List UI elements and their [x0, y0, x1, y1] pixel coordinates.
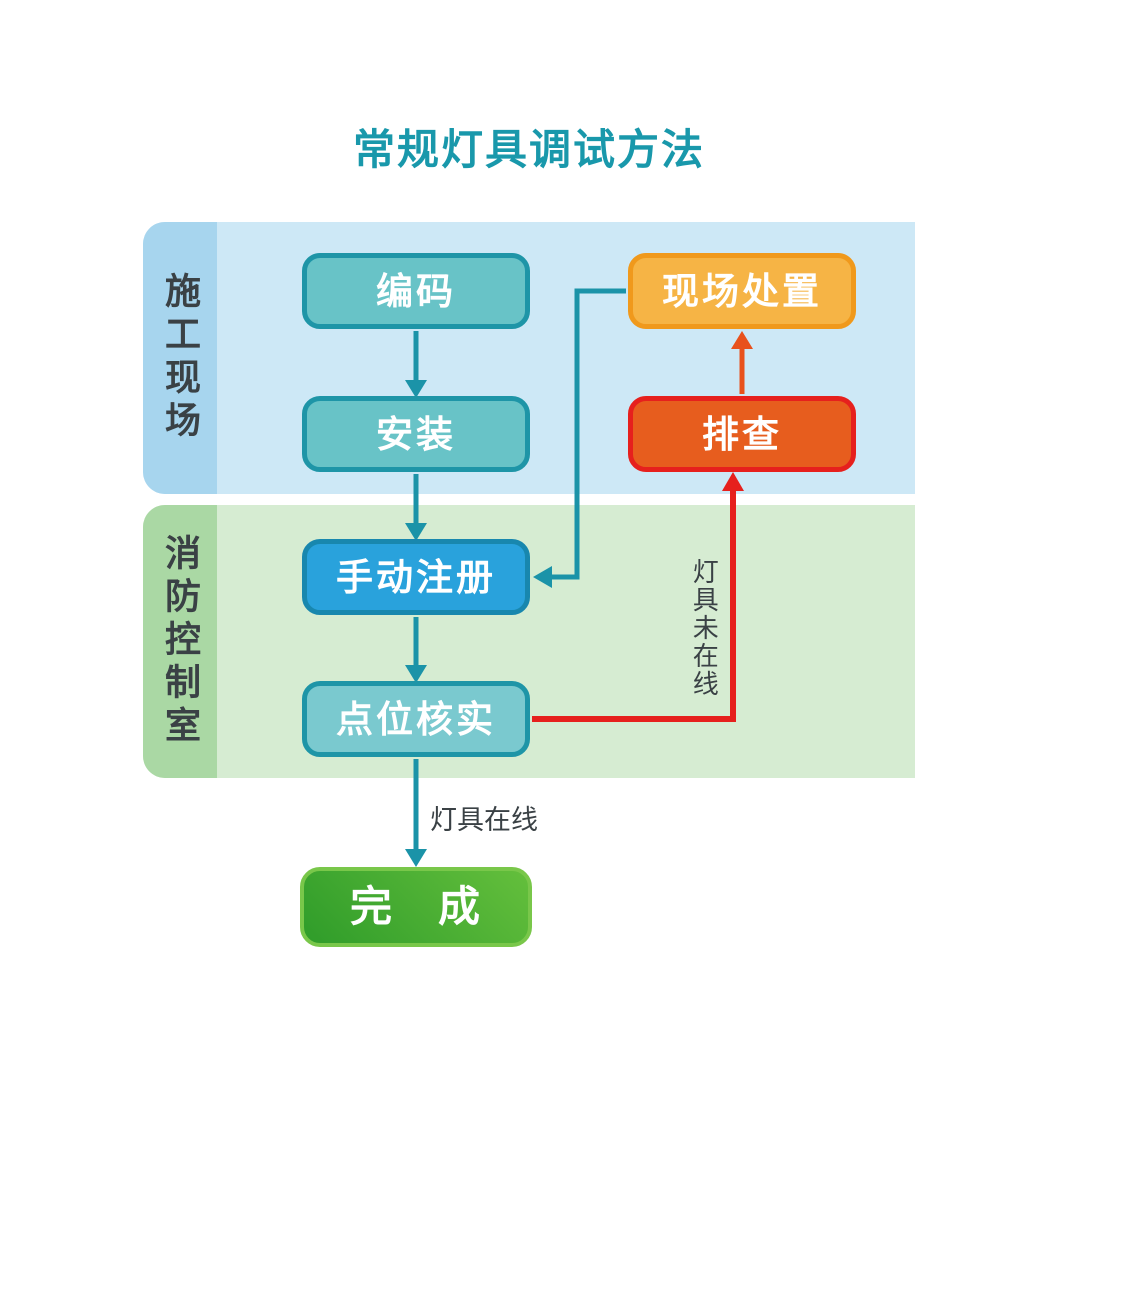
lane-strip-construction-site: 施工现场: [143, 222, 217, 494]
node-troubleshoot-label: 排查: [702, 413, 782, 455]
node-onsite-handle-label: 现场处置: [662, 270, 822, 312]
arrow-manual-register-to-point-verify: [405, 617, 427, 683]
node-install-label: 安装: [376, 413, 456, 455]
node-encode-label: 编码: [376, 270, 456, 312]
node-manual-register-label: 手动注册: [336, 556, 496, 598]
arrow-point-verify-to-troubleshoot: [532, 472, 744, 722]
node-point-verify-label: 点位核实: [336, 698, 496, 740]
node-manual-register: 手动注册: [302, 539, 530, 615]
page-title: 常规灯具调试方法: [352, 126, 705, 173]
node-encode: 编码: [302, 253, 530, 329]
arrow-encode-to-install: [405, 331, 427, 398]
node-install: 安装: [302, 396, 530, 472]
edge-label-lamp-online: 灯具在线: [430, 805, 538, 835]
node-complete: 完 成: [300, 867, 532, 947]
arrow-install-to-manual-register: [405, 474, 427, 541]
arrow-troubleshoot-to-onsite-handle: [731, 331, 753, 394]
node-onsite-handle: 现场处置: [628, 253, 856, 329]
arrow-onsite-handle-to-manual-register: [533, 288, 626, 588]
edge-label-lamp-offline: 灯具未在线: [689, 558, 720, 698]
arrow-point-verify-to-complete: [405, 759, 427, 867]
node-troubleshoot: 排查: [628, 396, 856, 472]
node-complete-label: 完 成: [349, 883, 482, 930]
lane-label-fire-control-room: 消防控制室: [160, 534, 201, 749]
lane-label-construction-site: 施工现场: [160, 272, 201, 444]
lane-strip-fire-control-room: 消防控制室: [143, 505, 217, 778]
node-point-verify: 点位核实: [302, 681, 530, 757]
